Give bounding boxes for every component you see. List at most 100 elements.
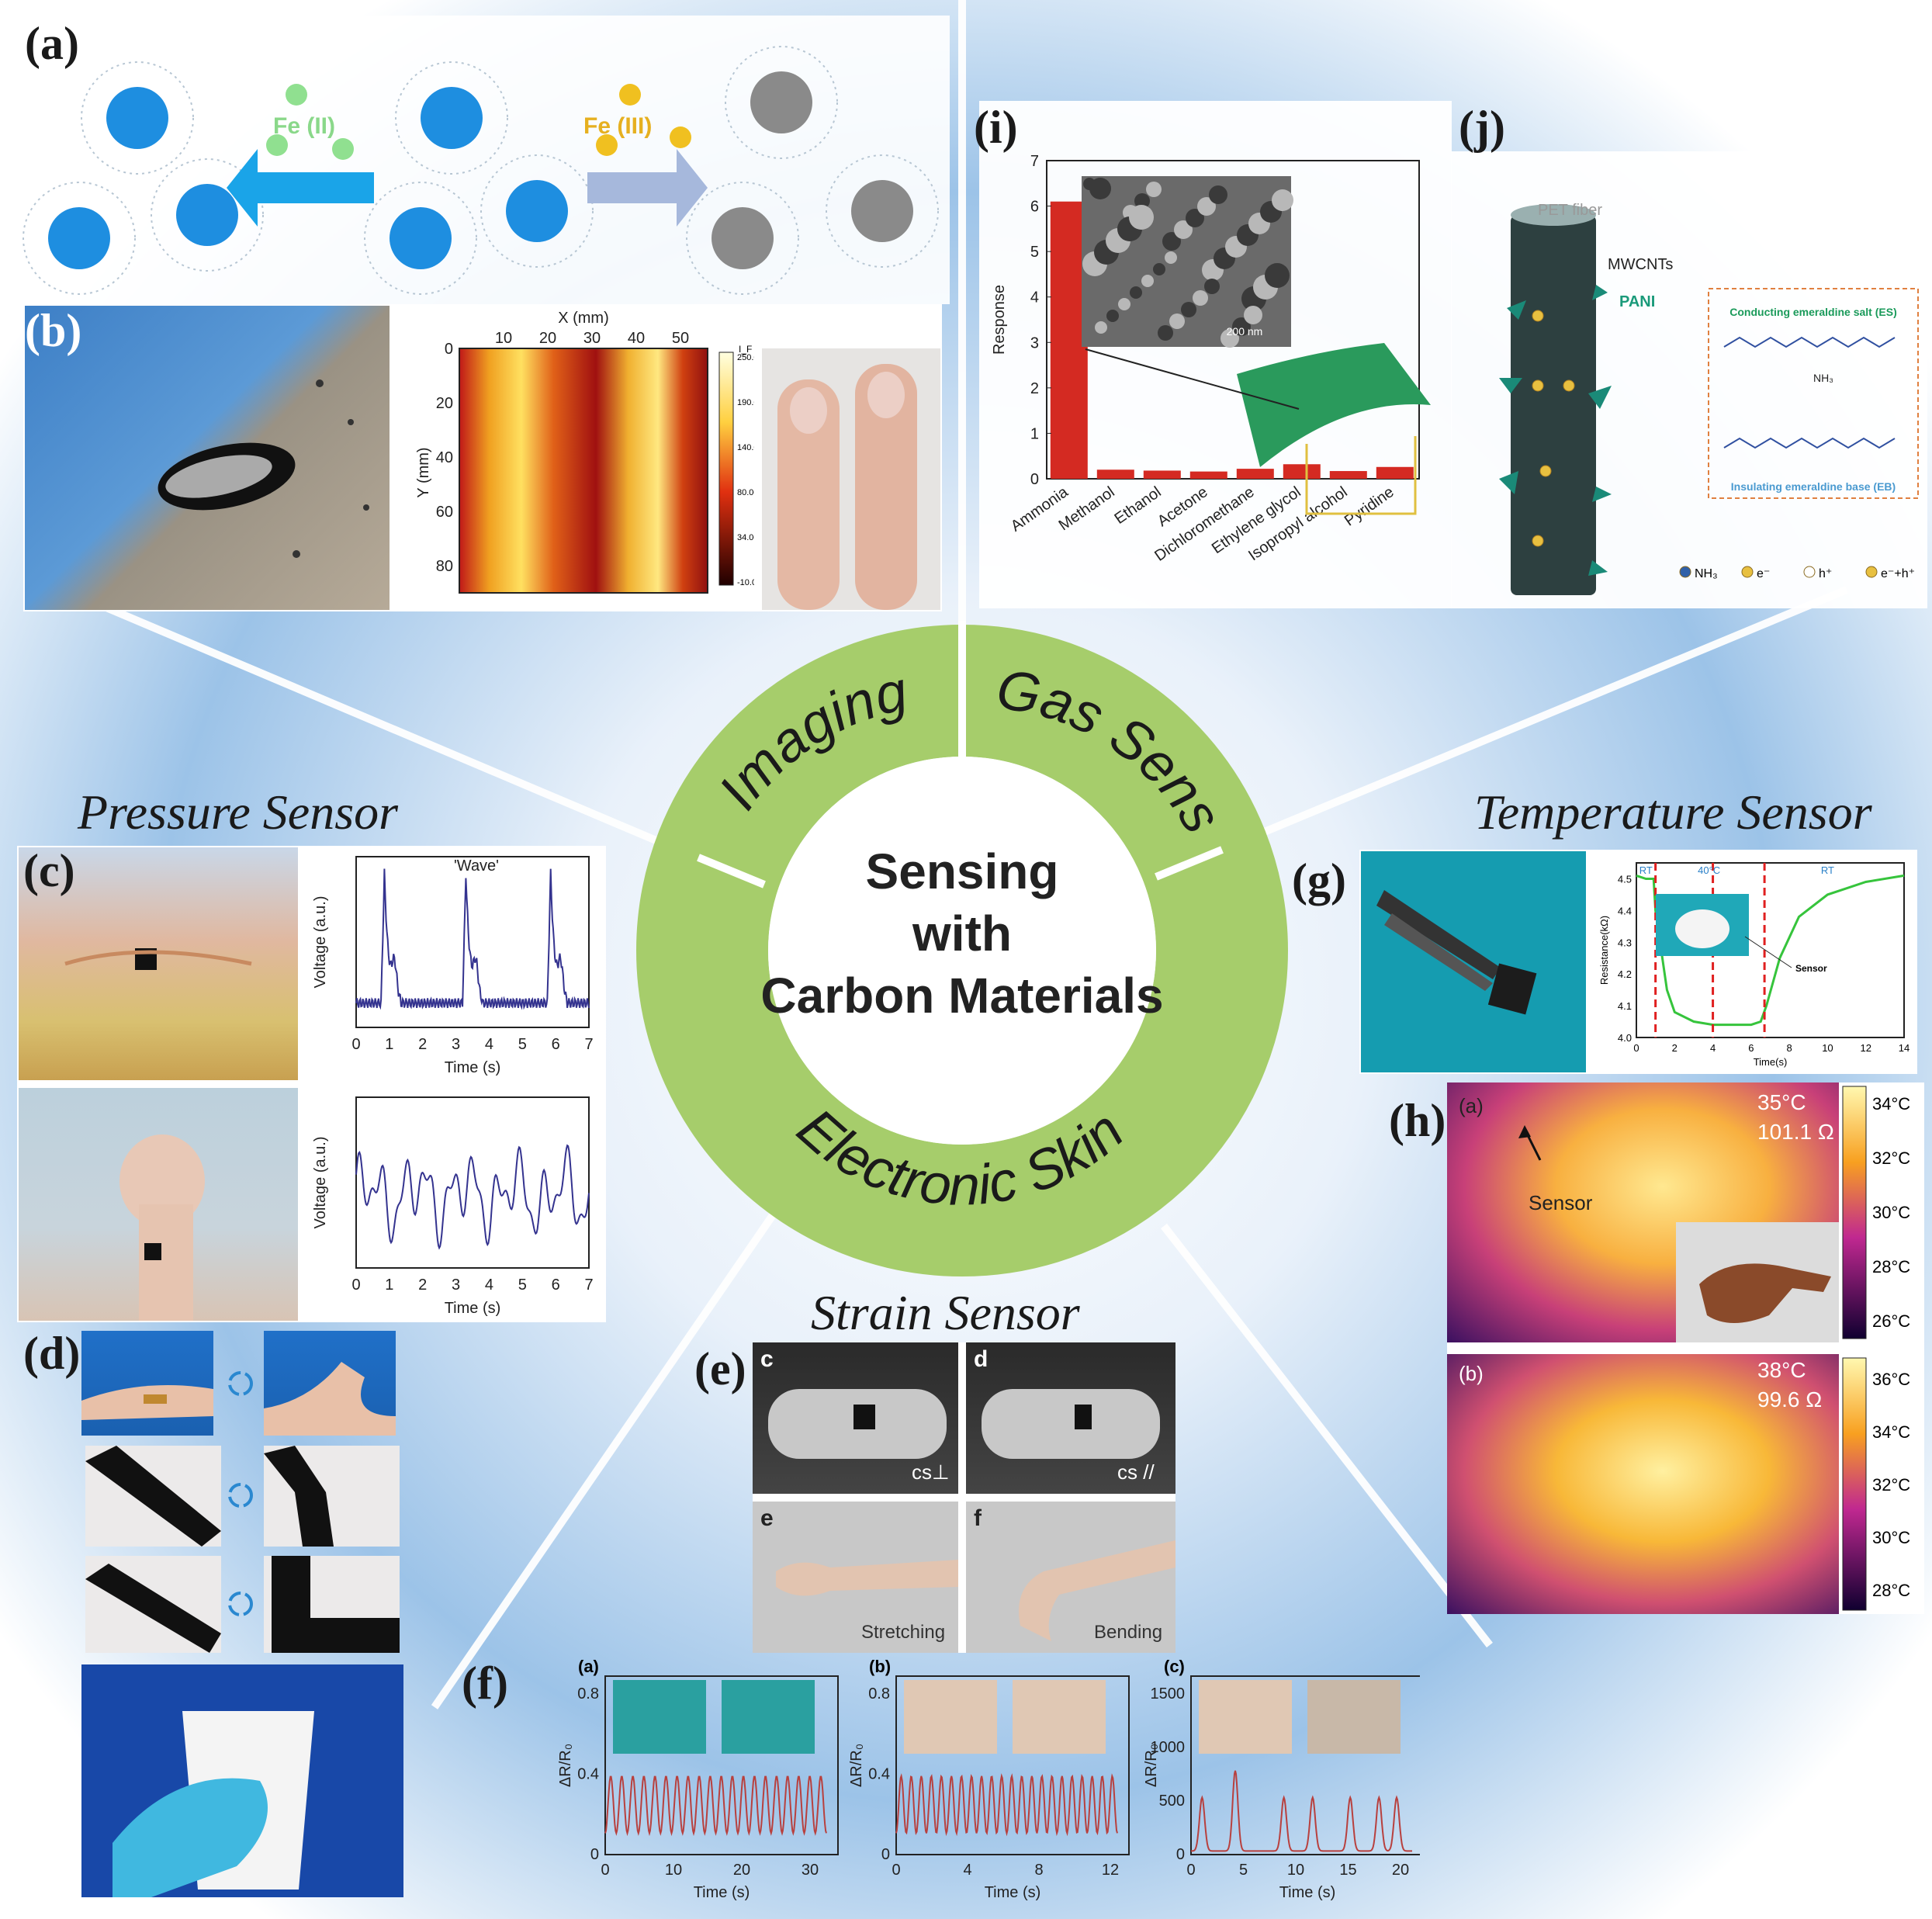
- strain-sub-label: (c): [1164, 1657, 1185, 1676]
- ytick-label: 6: [1030, 199, 1039, 216]
- sem-texture: [1134, 193, 1150, 209]
- panel-h-hand-photo: [1676, 1222, 1839, 1342]
- sem-texture: [1158, 325, 1173, 341]
- sem-texture: [1204, 279, 1220, 294]
- ytick-label: 0: [881, 1846, 890, 1863]
- heatmap-ytick: 40: [436, 449, 453, 466]
- heatmap-ytick: 20: [436, 395, 453, 412]
- heatmap-ytick: 60: [436, 504, 453, 521]
- sem-texture: [1165, 251, 1177, 264]
- xtick-label: 14: [1899, 1042, 1909, 1054]
- sem-texture: [1220, 329, 1239, 348]
- legend-label: e⁻+h⁺: [1881, 567, 1915, 580]
- panel-d-cup-photo: [81, 1664, 403, 1897]
- colorbar-tick: 250.0: [737, 353, 754, 362]
- ytick-label: 7: [1030, 153, 1039, 170]
- panel-d-elbow-photo-2: [264, 1446, 400, 1547]
- chart-frame: [1046, 160, 1420, 480]
- panel-b-glove-photo: [25, 306, 390, 610]
- divider-rays: [99, 0, 1848, 1709]
- h-res-a: 101.1 Ω: [1757, 1120, 1834, 1144]
- panel-i-bar-chart: AmmoniaMethanolEthanolAcetoneDichloromet…: [991, 153, 1431, 565]
- strain-inset-photo: [1013, 1680, 1106, 1754]
- panel-d-knee-photo-1: [85, 1556, 221, 1653]
- heatmap-xtick: 40: [628, 330, 645, 347]
- xtick-label: 10: [665, 1862, 682, 1879]
- h-temp-a: 35°C: [1757, 1090, 1806, 1114]
- legend-label: NH₃: [1695, 567, 1718, 580]
- sem-texture: [1193, 290, 1208, 306]
- phase-label-1: RT: [1639, 864, 1653, 876]
- legend-marker: [1741, 566, 1754, 578]
- phase-label-3: RT: [1821, 864, 1834, 876]
- xtick-label: 2: [418, 1036, 427, 1053]
- panel-d-finger-photo-2: [264, 1331, 396, 1436]
- heatmap-ylabel: Y (mm): [415, 447, 432, 497]
- xtick-label: 1: [385, 1276, 393, 1294]
- sem-texture: [1130, 286, 1142, 299]
- thermal-tick-a: 34°C: [1872, 1094, 1910, 1114]
- center-title-line2: with: [912, 906, 1012, 961]
- ytick-label: 2: [1030, 380, 1039, 397]
- sem-texture: [1232, 317, 1251, 336]
- sem-texture: [1153, 263, 1165, 275]
- thermal-tick-a: 30°C: [1872, 1203, 1910, 1222]
- bar-pyridine: [1376, 466, 1414, 479]
- e-bending: Bending: [1094, 1622, 1163, 1643]
- section-title-strain: Strain Sensor: [811, 1285, 1080, 1340]
- panel-e-photo-e: [753, 1502, 958, 1653]
- ytick-label: 4.3: [1618, 937, 1632, 948]
- xtick-label: 12: [1102, 1862, 1119, 1879]
- sem-texture: [1209, 185, 1227, 204]
- mwcnts-label: MWCNTs: [1608, 256, 1673, 273]
- sensor-pointer: [1744, 936, 1792, 968]
- ytick-label: 4.5: [1618, 873, 1632, 885]
- sem-texture: [1186, 209, 1204, 227]
- fe2-label: Fe (II): [273, 113, 335, 139]
- bar-ethanol: [1143, 470, 1181, 479]
- x-axis-label: Time (s): [445, 1059, 501, 1076]
- xtick-label: 4: [485, 1276, 493, 1294]
- h-res-b: 99.6 Ω: [1757, 1387, 1823, 1412]
- ytick-label: 1500: [1151, 1685, 1186, 1703]
- label-e: (e): [694, 1343, 746, 1394]
- heatmap-xtick: 50: [672, 330, 689, 347]
- h-sensor-label: Sensor: [1529, 1191, 1593, 1214]
- colorbar-tick: 190.0: [737, 398, 754, 407]
- sensor-sheet: [1237, 343, 1431, 467]
- ytick-label: 4.0: [1618, 1032, 1632, 1044]
- xtick-label: 10: [1287, 1862, 1304, 1879]
- label-c: (c): [23, 845, 75, 896]
- e-cs-parallel: cs //: [1117, 1460, 1155, 1484]
- heatmap-ytick: 80: [436, 558, 453, 575]
- category-label: Pyridine: [1342, 483, 1397, 529]
- strain-sub-label: (a): [578, 1657, 599, 1676]
- inset-pointer: [1085, 348, 1300, 410]
- ytick-label: 1000: [1151, 1739, 1186, 1756]
- sem-texture: [1272, 189, 1293, 211]
- y-axis-label: Voltage (a.u.): [312, 896, 329, 989]
- sem-texture: [1106, 310, 1119, 322]
- ytick-label: 4.2: [1618, 968, 1632, 980]
- ytick-label: 4: [1030, 289, 1039, 307]
- section-title-temperature: Temperature Sensor: [1474, 785, 1872, 840]
- ytick-label: 0: [1030, 471, 1039, 488]
- legend-label: h⁺: [1819, 567, 1832, 580]
- ytick-label: 500: [1159, 1793, 1185, 1810]
- xtick-label: 30: [802, 1862, 819, 1879]
- xtick-label: 0: [601, 1862, 609, 1879]
- sem-texture: [1095, 321, 1107, 334]
- x-axis-label: Time (s): [985, 1884, 1041, 1901]
- sensor-wire: [1305, 436, 1417, 515]
- panel-e-photo-c: [753, 1342, 958, 1494]
- strain-sub-label: (b): [869, 1657, 891, 1676]
- ytick-label: 0: [1176, 1846, 1185, 1863]
- sensor-label: Sensor: [1795, 963, 1827, 974]
- bar-ethylene-glycol: [1283, 464, 1321, 479]
- thermal-tick-b: 36°C: [1872, 1370, 1910, 1389]
